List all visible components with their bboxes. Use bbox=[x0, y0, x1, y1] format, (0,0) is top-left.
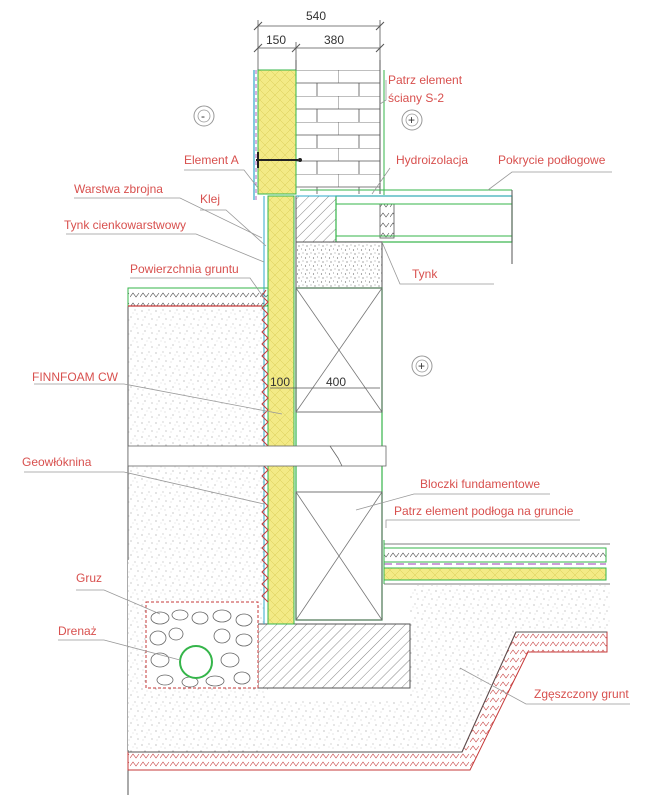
footing bbox=[257, 623, 411, 689]
plus-sign-mid: + bbox=[418, 359, 425, 373]
dim-block: 400 bbox=[326, 375, 346, 389]
label-thin-plaster: Tynk cienkowarstwowy bbox=[64, 218, 186, 232]
label-geotextile: Geowłóknina bbox=[22, 455, 92, 469]
anchor-fixing bbox=[256, 152, 302, 168]
label-hydro: Hydroizolacja bbox=[396, 153, 468, 167]
label-ground-surface: Powierzchnia gruntu bbox=[130, 262, 239, 276]
brick-wall bbox=[295, 60, 381, 194]
drain-pipe bbox=[179, 645, 213, 679]
label-reinforced-layer: Warstwa zbrojna bbox=[74, 182, 163, 196]
compacted-ground-layer bbox=[127, 631, 608, 771]
label-element-a: Element A bbox=[184, 153, 239, 167]
label-drain: Drenaż bbox=[58, 624, 97, 638]
label-rubble: Gruz bbox=[76, 571, 102, 585]
floor-on-ground bbox=[383, 540, 610, 585]
leader-lines bbox=[24, 80, 630, 705]
plus-marker-top: + bbox=[401, 109, 423, 131]
dimension-lines bbox=[253, 20, 385, 389]
wall-insulation bbox=[257, 69, 297, 195]
ground-surface-hatch bbox=[127, 287, 269, 307]
dim-left: 150 bbox=[266, 33, 286, 47]
dim-total: 540 bbox=[306, 9, 326, 23]
dim-right: 380 bbox=[324, 33, 344, 47]
break-band bbox=[127, 445, 387, 467]
label-finnfoam: FINNFOAM CW bbox=[32, 370, 119, 384]
label-wall-ref-1: Patrz element bbox=[388, 73, 463, 87]
label-glue: Klej bbox=[200, 192, 220, 206]
label-compacted: Zgęszczony grunt bbox=[534, 687, 629, 701]
label-plaster: Tynk bbox=[412, 267, 438, 281]
label-floor-ref: Patrz element podłoga na gruncie bbox=[394, 504, 574, 518]
slab-insulation-strip bbox=[379, 203, 395, 239]
label-floor-cover: Pokrycie podłogowe bbox=[498, 153, 606, 167]
floor-slab bbox=[335, 195, 513, 243]
minus-sign: - bbox=[201, 109, 205, 123]
finnfoam-insulation bbox=[267, 195, 295, 625]
label-blocks: Bloczki fundamentowe bbox=[420, 477, 540, 491]
label-wall-ref-2: ściany S-2 bbox=[388, 91, 444, 105]
dim-insulation: 100 bbox=[270, 375, 290, 389]
plus-marker-mid: + bbox=[411, 355, 433, 377]
minus-marker: - bbox=[193, 105, 215, 127]
concrete-ring-beam bbox=[295, 241, 383, 289]
plus-sign-top: + bbox=[408, 113, 415, 127]
slab-beam bbox=[295, 195, 337, 243]
